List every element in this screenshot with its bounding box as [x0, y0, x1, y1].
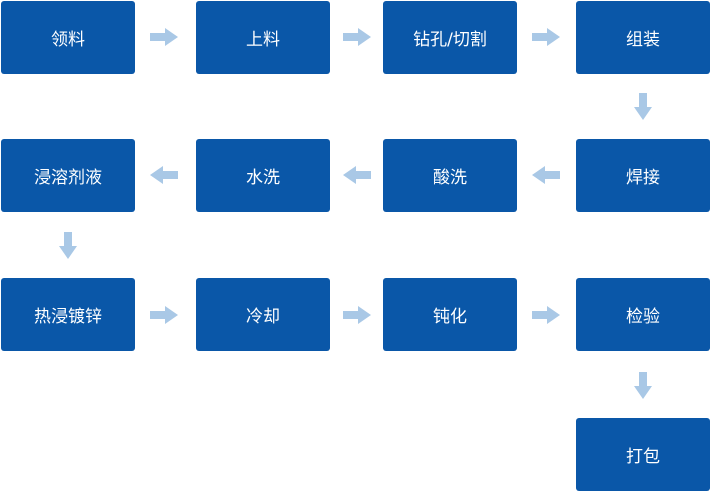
step-label: 打包 [626, 447, 660, 467]
step-label: 焊接 [626, 168, 660, 188]
step-water-rinse: 水洗 [196, 139, 330, 212]
step-label: 钝化 [433, 307, 467, 327]
step-packing: 打包 [576, 418, 710, 491]
arrow-left-icon [343, 166, 371, 184]
arrow-down-icon [634, 372, 652, 399]
step-label: 领料 [51, 30, 85, 50]
step-label: 冷却 [246, 307, 280, 327]
step-receive-materials: 领料 [1, 1, 135, 74]
step-inspection: 检验 [576, 278, 710, 351]
step-label: 钻孔/切割 [413, 30, 487, 50]
step-loading: 上料 [196, 1, 330, 74]
step-flux-dip: 浸溶剂液 [1, 139, 135, 212]
arrow-left-icon [150, 166, 178, 184]
step-cooling: 冷却 [196, 278, 330, 351]
step-pickling: 酸洗 [383, 139, 517, 212]
step-label: 热浸镀锌 [34, 307, 102, 327]
arrow-right-icon [150, 306, 178, 324]
step-label: 上料 [246, 30, 280, 50]
arrow-right-icon [343, 306, 371, 324]
arrow-right-icon [343, 28, 371, 46]
arrow-right-icon [532, 306, 560, 324]
arrow-right-icon [532, 28, 560, 46]
arrow-left-icon [532, 166, 560, 184]
step-label: 水洗 [246, 168, 280, 188]
step-assembly: 组装 [576, 1, 710, 74]
step-label: 组装 [626, 30, 660, 50]
step-label: 浸溶剂液 [34, 168, 102, 188]
step-label: 酸洗 [433, 168, 467, 188]
arrow-down-icon [634, 93, 652, 120]
step-label: 检验 [626, 307, 660, 327]
step-passivation: 钝化 [383, 278, 517, 351]
step-drilling-cutting: 钻孔/切割 [383, 1, 517, 74]
arrow-down-icon [59, 232, 77, 259]
step-hot-dip-galvanizing: 热浸镀锌 [1, 278, 135, 351]
arrow-right-icon [150, 28, 178, 46]
step-welding: 焊接 [576, 139, 710, 212]
